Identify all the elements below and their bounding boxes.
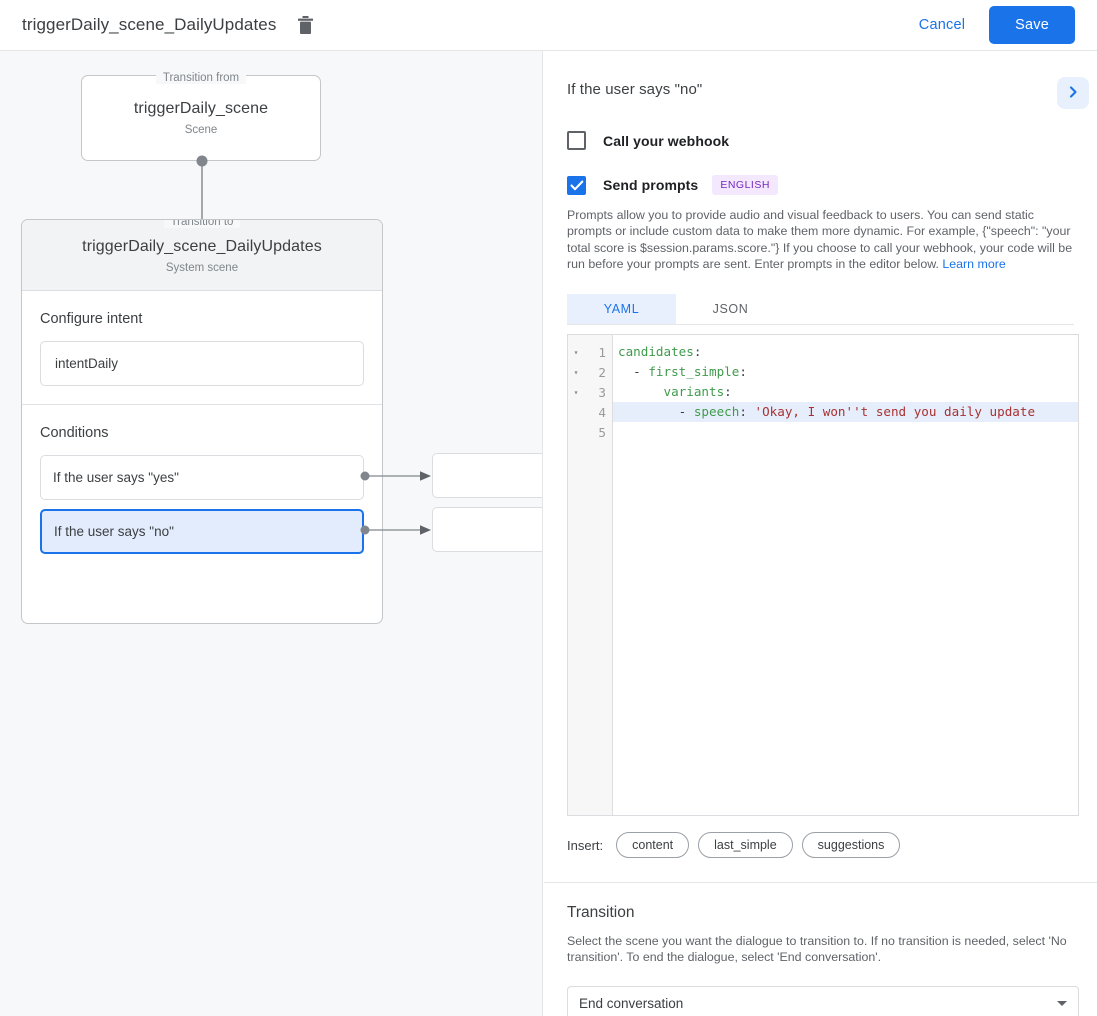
editor-code-line[interactable]: - first_simple:	[613, 362, 1078, 382]
editor-line-number: 3	[598, 384, 606, 400]
cancel-button[interactable]: Cancel	[905, 9, 979, 41]
send-prompts-row[interactable]: Send prompts ENGLISH	[544, 175, 1097, 195]
editor-line-number: 2	[598, 364, 606, 380]
tab-json[interactable]: JSON	[676, 294, 785, 324]
conditions-section: Conditions If the user says "yes" If the…	[22, 404, 382, 581]
panel-divider	[544, 882, 1097, 884]
expand-panel-button[interactable]	[1057, 77, 1089, 109]
graph-target-node-2[interactable]	[432, 507, 542, 552]
editor-gutter-line: 5	[568, 422, 612, 442]
configure-intent-label: Configure intent	[40, 311, 143, 327]
editor-gutter-line: ▾1	[568, 342, 612, 362]
code-token: :	[739, 364, 747, 380]
chevron-down-icon	[1057, 1000, 1067, 1006]
trash-icon	[297, 15, 314, 35]
chevron-right-icon	[1066, 85, 1080, 102]
transition-from-node[interactable]: Transition from triggerDaily_scene Scene	[81, 72, 321, 161]
conditions-label: Conditions	[40, 425, 109, 441]
insert-label: Insert:	[567, 837, 604, 853]
insert-chips-row: Insert: content last_simple suggestions	[567, 832, 1074, 859]
prompts-description: Prompts allow you to provide audio and v…	[544, 207, 1097, 272]
send-prompts-checkbox[interactable]	[567, 175, 586, 195]
call-webhook-checkbox[interactable]	[567, 131, 586, 150]
editor-gutter-line: ▾3	[568, 382, 612, 402]
top-app-bar: triggerDaily_scene_DailyUpdates Cancel S…	[0, 0, 1097, 51]
editor-code-line[interactable]: variants:	[613, 382, 1078, 402]
code-token: :	[724, 384, 732, 400]
fold-triangle-icon[interactable]: ▾	[573, 367, 579, 377]
page-title: triggerDaily_scene_DailyUpdates	[22, 15, 277, 34]
editor-gutter-line: 4	[568, 402, 612, 422]
insert-chip-suggestions[interactable]: suggestions	[801, 832, 901, 859]
from-node-title: triggerDaily_scene	[133, 100, 269, 117]
editor-code-line[interactable]: - speech: 'Okay, I won''t send you daily…	[613, 402, 1078, 423]
graph-edge-no	[360, 523, 432, 535]
fold-triangle-icon[interactable]: ▾	[573, 387, 579, 397]
panel-header: If the user says "no"	[544, 51, 1097, 109]
send-prompts-label: Send prompts	[603, 177, 699, 193]
call-webhook-row[interactable]: Call your webhook	[544, 131, 1097, 150]
code-token: speech	[693, 404, 740, 420]
transition-from-legend: Transition from	[82, 68, 320, 86]
intent-field[interactable]: intentDaily	[40, 341, 364, 386]
code-token: :	[693, 344, 702, 360]
condition-item-no[interactable]: If the user says "no"	[40, 509, 364, 554]
insert-chip-content[interactable]: content	[616, 832, 690, 859]
condition-detail-panel: If the user says "no" Call your webhook …	[544, 51, 1097, 1016]
code-token: -	[618, 404, 694, 420]
to-node-subtitle: System scene	[165, 262, 239, 274]
code-token: candidates	[618, 344, 694, 360]
transition-to-node[interactable]: Transition to triggerDaily_scene_DailyUp…	[21, 219, 383, 624]
editor-format-tabs: YAML JSON	[567, 294, 1074, 326]
editor-code-line[interactable]	[613, 422, 1078, 442]
editor-line-number: 4	[598, 404, 606, 420]
code-token: 'Okay, I won''t send you daily update	[754, 404, 1036, 420]
code-token	[618, 384, 664, 399]
editor-line-number: 1	[598, 344, 606, 360]
scene-graph-canvas[interactable]: Transition from triggerDaily_scene Scene…	[0, 51, 543, 1016]
code-token: -	[618, 364, 649, 380]
graph-edge-yes	[360, 469, 432, 481]
editor-line-number: 5	[598, 424, 606, 440]
graph-target-node-1[interactable]	[432, 453, 542, 498]
language-badge: ENGLISH	[712, 175, 778, 195]
insert-chip-last-simple[interactable]: last_simple	[698, 832, 793, 859]
to-node-title: triggerDaily_scene_DailyUpdates	[82, 238, 322, 255]
transition-target-select[interactable]: End conversation	[567, 985, 1079, 1016]
transition-section-title: Transition	[567, 904, 635, 922]
editor-code-area[interactable]: candidates: - first_simple: variants: - …	[613, 335, 1078, 815]
configure-intent-section: Configure intent intentDaily	[22, 291, 382, 404]
editor-code-line[interactable]: candidates:	[613, 342, 1078, 362]
to-node-header: triggerDaily_scene_DailyUpdates System s…	[22, 220, 382, 291]
tab-yaml[interactable]: YAML	[567, 294, 676, 325]
transition-section-description: Select the scene you want the dialogue t…	[567, 934, 1067, 965]
editor-gutter-line: ▾2	[568, 362, 612, 382]
code-token: variants	[663, 384, 725, 400]
panel-title: If the user says "no"	[567, 81, 703, 98]
delete-button[interactable]	[292, 12, 318, 38]
learn-more-link[interactable]: Learn more	[942, 256, 1006, 271]
condition-item-yes[interactable]: If the user says "yes"	[40, 455, 364, 500]
save-button[interactable]: Save	[989, 6, 1075, 44]
fold-triangle-icon[interactable]: ▾	[573, 347, 579, 357]
code-token: first_simple	[648, 364, 740, 380]
code-token: :	[739, 404, 755, 420]
prompts-description-text: Prompts allow you to provide audio and v…	[567, 208, 1073, 271]
from-node-subtitle: Scene	[184, 124, 218, 136]
call-webhook-label: Call your webhook	[603, 132, 730, 149]
transition-target-value: End conversation	[579, 995, 684, 1011]
